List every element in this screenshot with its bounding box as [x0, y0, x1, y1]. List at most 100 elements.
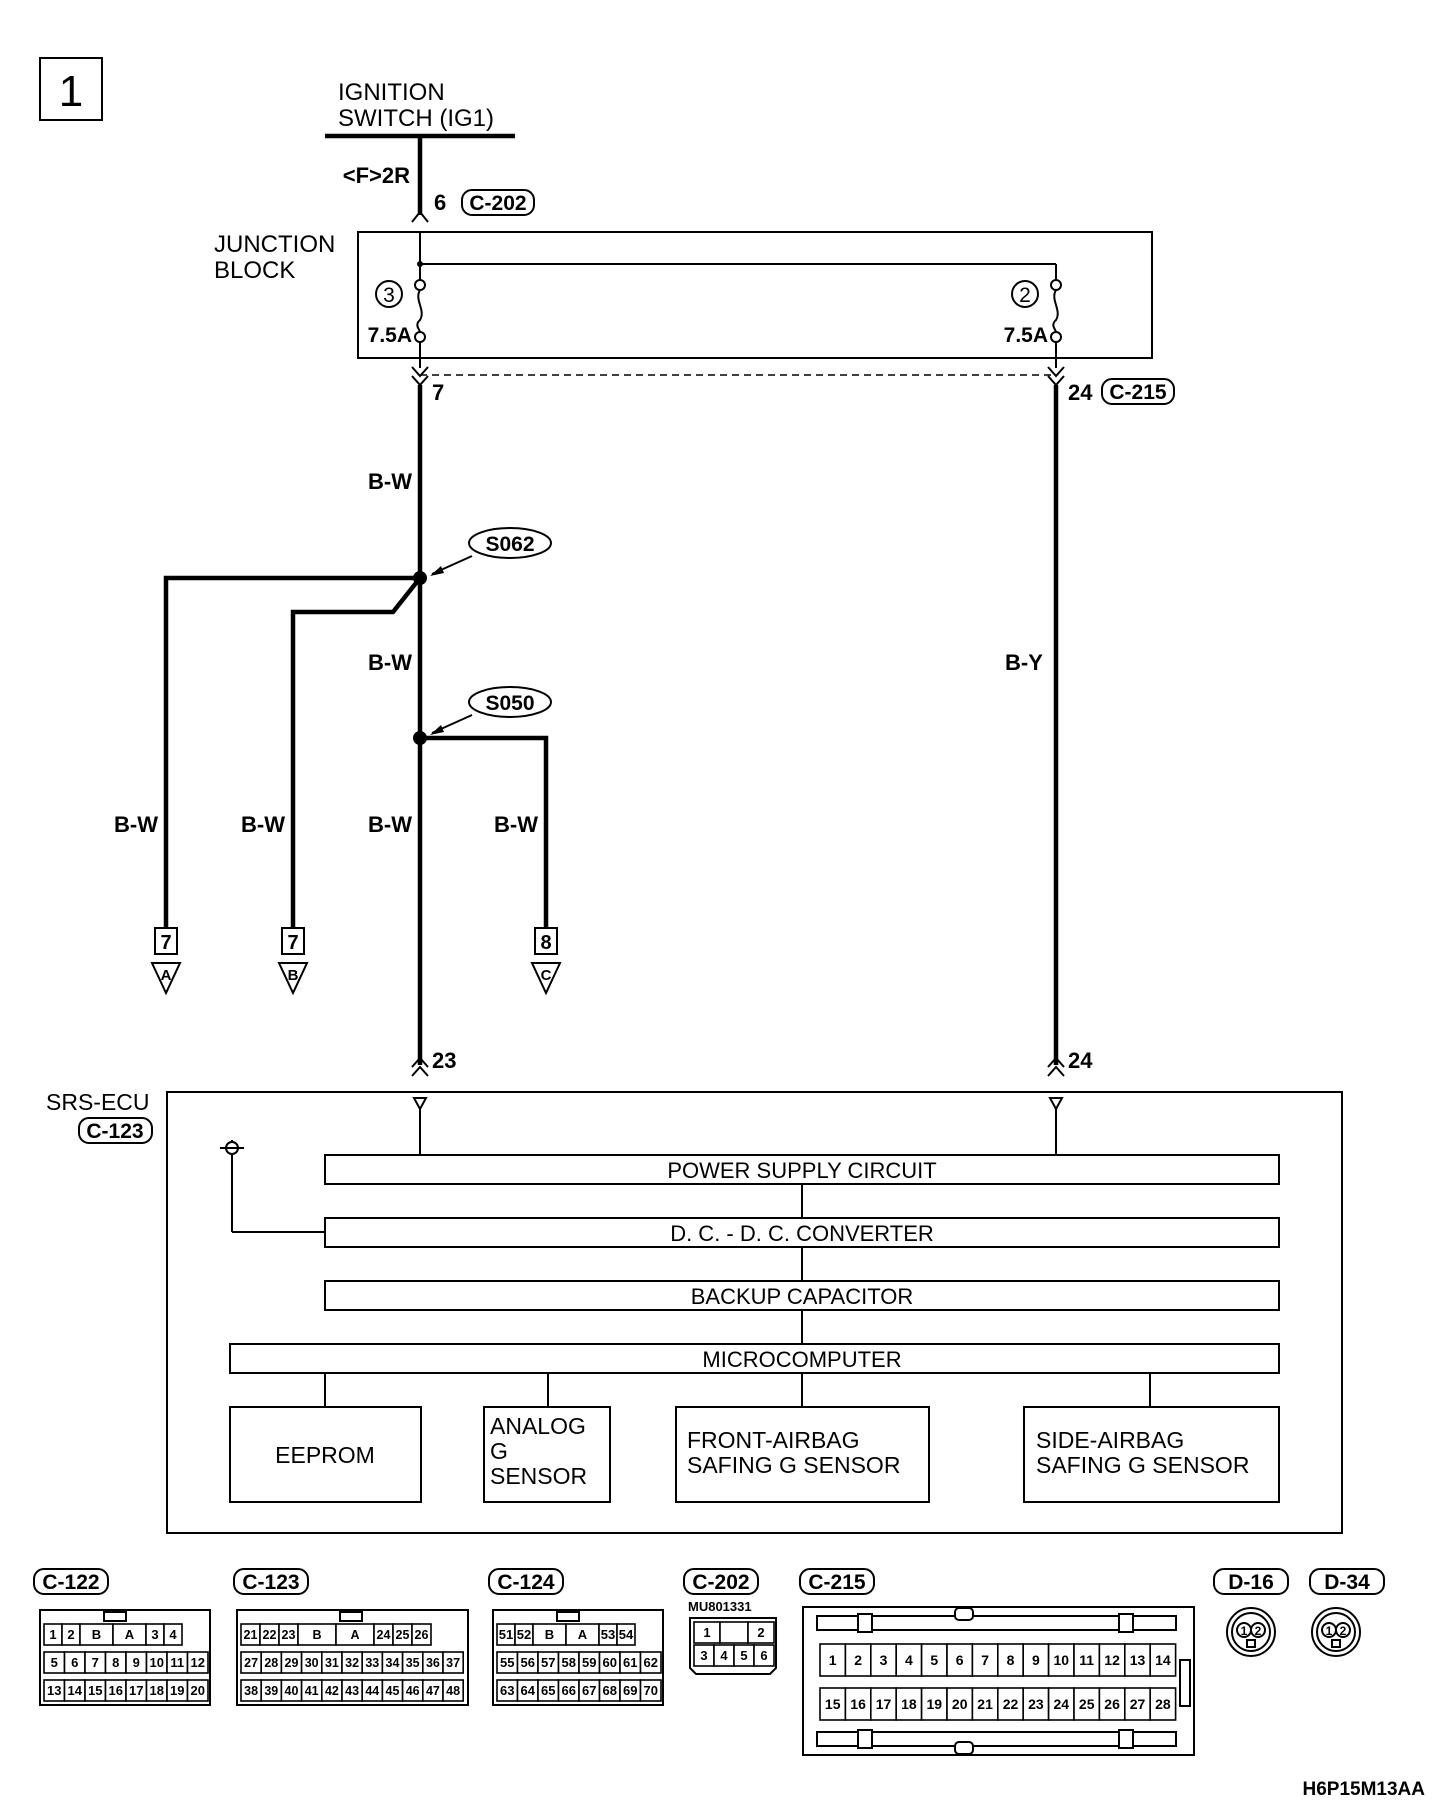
pin-label: 11 [170, 1655, 184, 1670]
off-page-b-page: 7 [287, 932, 298, 954]
pin-label: 59 [582, 1655, 596, 1670]
ecu-input-right [1047, 1056, 1065, 1077]
pin-label: 26 [415, 1628, 429, 1642]
block-analog-2: G [490, 1438, 508, 1464]
ecu-pin-left: 23 [432, 1048, 456, 1073]
pin-label: 12 [191, 1655, 205, 1670]
pin-label: A [578, 1627, 588, 1642]
pin-label: 8 [1007, 1652, 1015, 1668]
pin-label: 40 [285, 1684, 299, 1698]
pin-label: 27 [1130, 1696, 1146, 1712]
pin-label: 42 [325, 1684, 339, 1698]
pin-label: 6 [71, 1655, 78, 1670]
off-page-a-letter: A [161, 967, 172, 984]
pin-label: 16 [850, 1696, 866, 1712]
pin-cell [1098, 1643, 1126, 1677]
pin-label: 33 [365, 1656, 379, 1670]
pin-label: 57 [541, 1655, 555, 1670]
pin-cell [163, 1623, 183, 1646]
pin-cell [719, 1621, 749, 1644]
block-eeprom: EEPROM [275, 1442, 375, 1468]
pin-label: 3 [880, 1652, 888, 1668]
off-page-c-letter: C [541, 967, 552, 984]
block-front-1: FRONT-AIRBAG [687, 1427, 860, 1453]
wire-color-right: B-Y [1005, 650, 1043, 675]
pin-label: 25 [396, 1628, 410, 1642]
pin-cell [920, 1643, 948, 1677]
ecu-name: SRS-ECU [46, 1089, 150, 1115]
pin-cell [442, 1679, 465, 1702]
pin-label: B [312, 1628, 321, 1642]
pin-cell [1073, 1687, 1101, 1721]
pin-label: 2 [757, 1625, 764, 1640]
pin-label: 53 [601, 1627, 615, 1642]
pin-label: 9 [133, 1655, 140, 1670]
c202-top-connector-tag: C-202 [461, 189, 535, 216]
block-side-2: SAFING G SENSOR [1036, 1452, 1249, 1478]
splice-s062-label: S062 [485, 533, 534, 556]
wire-color-main-mid: B-W [368, 650, 412, 675]
pin-label: 6 [956, 1652, 964, 1668]
off-page-ref-a: 7 A [150, 927, 182, 996]
pin-cell [639, 1651, 662, 1674]
pin-cell [869, 1687, 897, 1721]
jb-output-left [411, 342, 429, 387]
pin-label: 6 [760, 1648, 767, 1663]
pin-label: 69 [623, 1683, 637, 1698]
pin-label: 15 [88, 1683, 102, 1698]
pin-label: 25 [1079, 1696, 1095, 1712]
pin-label: 1 [49, 1627, 56, 1642]
pin-label: 4 [169, 1627, 177, 1642]
fuse-2: 2 7.5A [1004, 279, 1062, 347]
pin-label: 35 [406, 1656, 420, 1670]
pin-label: 4 [905, 1652, 913, 1668]
pin-label: 54 [619, 1627, 634, 1642]
pin-label: 10 [150, 1655, 164, 1670]
pin-label: 4 [720, 1648, 728, 1663]
block-side-1: SIDE-AIRBAG [1036, 1427, 1184, 1453]
fuse-2-number: 2 [1019, 284, 1031, 307]
pin-label: 70 [644, 1683, 658, 1698]
pin-cell [1022, 1643, 1050, 1677]
jb-left-pin: 7 [432, 380, 444, 405]
c124-title: C-124 [497, 1571, 555, 1594]
pin-label: 22 [1003, 1696, 1019, 1712]
pin-cell [844, 1687, 872, 1721]
pin-label: 37 [446, 1656, 460, 1670]
pin-label: 44 [365, 1684, 379, 1698]
pin-label: 17 [129, 1683, 143, 1698]
pin-label: 24 [1054, 1696, 1070, 1712]
pin-label: 1 [829, 1652, 837, 1668]
pin-label: A [125, 1627, 135, 1642]
pin-label: 45 [386, 1684, 400, 1698]
pin-label: 29 [285, 1656, 299, 1670]
pin-label: 47 [426, 1684, 440, 1698]
pin-cell [1124, 1643, 1152, 1677]
pin-label: B [545, 1627, 554, 1642]
ignition-label-2: SWITCH (IG1) [338, 105, 494, 132]
d16-pin-2: 2 [1255, 1624, 1262, 1638]
wire-color-branch-a: B-W [114, 812, 158, 837]
pin-label: 56 [521, 1655, 535, 1670]
d16-pin-1: 1 [1241, 1624, 1248, 1638]
block-backup-capacitor: BACKUP CAPACITOR [691, 1284, 914, 1309]
pin-label: 61 [623, 1655, 637, 1670]
pin-cell [946, 1643, 974, 1677]
pin-label: 67 [582, 1683, 596, 1698]
pin-label: 7 [981, 1652, 989, 1668]
c215-title: C-215 [808, 1571, 866, 1594]
d34-title: D-34 [1324, 1571, 1370, 1594]
fuse-2-rating: 7.5A [1004, 324, 1048, 347]
pin-label: 46 [406, 1684, 420, 1698]
pin-label: 64 [521, 1683, 536, 1698]
off-page-a-page: 7 [160, 932, 171, 954]
pin-label: 63 [500, 1683, 514, 1698]
wire-color-branch-c: B-W [494, 812, 538, 837]
fuse-3-rating: 7.5A [368, 324, 412, 347]
main-wire-left [411, 136, 1057, 280]
